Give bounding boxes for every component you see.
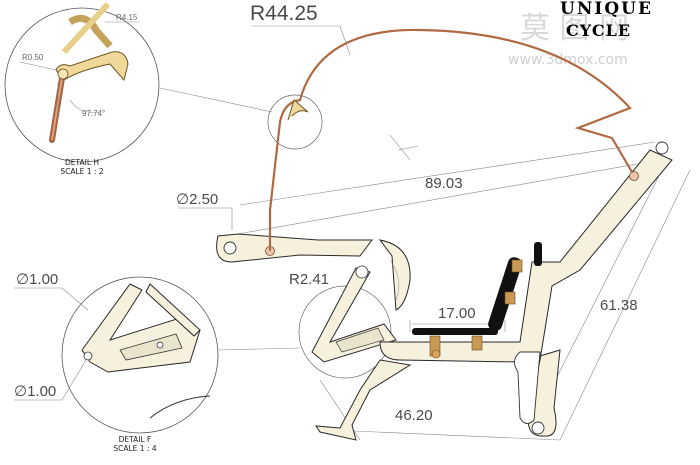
dim-8903: 89.03 xyxy=(425,175,463,192)
wire-hook xyxy=(287,99,309,121)
brand-line1: UNIQUE xyxy=(560,0,653,19)
dim-r050: R0.50 xyxy=(22,53,44,62)
wire-pivot-right xyxy=(629,171,639,181)
frame-slot xyxy=(514,351,541,424)
spring-right xyxy=(471,335,483,351)
detail-f-callout-circle xyxy=(298,285,392,379)
dim-4620: 46.20 xyxy=(395,407,433,424)
detail-f-title: DETAIL F xyxy=(119,435,152,444)
dim-diameter-250: ∅2.50 xyxy=(176,191,218,208)
brand-line2: CYCLE xyxy=(566,21,631,40)
dim-6138: 61.38 xyxy=(600,297,638,314)
detail-h-scale: SCALE 1 : 2 xyxy=(60,167,103,176)
brand-logo: UNIQUE CYCLE xyxy=(560,0,653,40)
dim-angle-9774: 97.74° xyxy=(82,109,105,118)
watermark-chinese: 莫 图 网 xyxy=(520,11,629,46)
pedal-arm xyxy=(315,359,412,441)
top-pad xyxy=(412,328,498,335)
dim-r4425: R44.25 xyxy=(250,2,318,25)
main-frame xyxy=(379,149,673,437)
dim-r241: R2.41 xyxy=(289,271,329,288)
dim-1700: 17.00 xyxy=(438,305,476,322)
lever-plate xyxy=(378,239,411,311)
watermark: 莫 图 网 www.3dmox.com xyxy=(508,11,629,68)
detail-h-callout-circle xyxy=(267,94,323,150)
detail-h-circle xyxy=(4,7,160,163)
detail-h-title: DETAIL H xyxy=(65,158,99,167)
detail-f-scale: SCALE 1 : 4 xyxy=(113,444,156,453)
detail-f-view: ∅1.00 ∅1.00 DETAIL F SCALE 1 : 4 xyxy=(14,271,219,453)
spring-wire xyxy=(268,28,634,252)
dim-r415: R4.15 xyxy=(116,13,138,22)
dim-diameter-100-top: ∅1.00 xyxy=(16,271,58,288)
watermark-url: www.3dmox.com xyxy=(508,52,628,68)
detail-h-view: R4.15 R0.50 97.74° DETAIL H SCALE 1 : 2 xyxy=(4,1,160,176)
main-assembly xyxy=(178,134,691,441)
detail-h-hook xyxy=(55,51,129,82)
left-arm xyxy=(216,233,373,263)
dim-diameter-100-bottom: ∅1.00 xyxy=(14,383,56,400)
